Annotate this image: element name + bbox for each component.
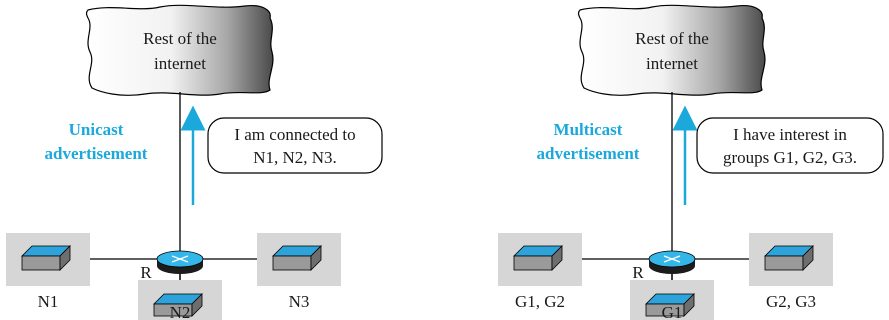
left-advert-label-line1: Unicast (69, 120, 124, 139)
right-host-g1-label: G1 (662, 303, 683, 320)
left-speech-bubble (207, 117, 383, 174)
right-advert-label-line1: Multicast (554, 120, 623, 139)
right-cloud-text-line1: Rest of the (635, 29, 709, 48)
left-host-n1-label: N1 (38, 292, 59, 311)
left-bubble-text-line1: I am connected to (234, 125, 355, 144)
left-router-label: R (140, 263, 152, 282)
right-bubble-text-line2: groups G1, G2, G3. (723, 148, 857, 167)
right-advert-label-line2: advertisement (537, 144, 640, 163)
right-panel: Rest of the internet Multicast advertise… (498, 4, 884, 320)
right-bubble-text-line1: I have interest in (733, 125, 847, 144)
right-cloud-text-line2: internet (646, 54, 698, 73)
left-router (156, 250, 204, 274)
right-router-label: R (632, 263, 644, 282)
left-advert-label-line2: advertisement (45, 144, 148, 163)
right-host-g1g2-label: G1, G2 (515, 292, 565, 311)
left-host-n3-label: N3 (289, 292, 310, 311)
left-host-n1 (6, 233, 90, 286)
right-router (648, 250, 696, 274)
right-host-g2g3-label: G2, G3 (766, 292, 816, 311)
left-internet-cloud (85, 4, 274, 96)
left-host-n3 (257, 233, 341, 286)
left-bubble-text-line2: N1, N2, N3. (253, 148, 337, 167)
right-internet-cloud (577, 4, 766, 96)
left-panel: Rest of the internet Unicast advertiseme… (6, 4, 383, 320)
right-speech-bubble (696, 117, 884, 174)
left-host-n2 (138, 280, 222, 320)
left-cloud-text-line1: Rest of the (143, 29, 217, 48)
left-host-n2-label: N2 (170, 303, 191, 320)
right-host-g1g2 (498, 233, 582, 286)
right-host-g1 (630, 280, 714, 320)
left-cloud-text-line2: internet (154, 54, 206, 73)
right-host-g2g3 (749, 233, 833, 286)
